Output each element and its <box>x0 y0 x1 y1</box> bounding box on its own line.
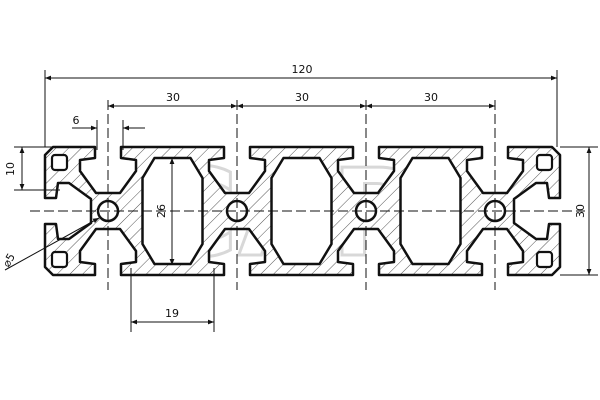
dim-bore-label: ⌀5 <box>0 251 18 269</box>
dimension-lines <box>4 70 598 332</box>
corner-hole <box>535 153 554 172</box>
dim-6-label: 6 <box>73 114 80 127</box>
dim-19-label: 19 <box>165 307 179 320</box>
dim-bore-leader <box>4 217 100 271</box>
corner-hole <box>50 153 69 172</box>
corner-hole <box>50 250 69 269</box>
dim-pitch-3-label: 30 <box>424 91 438 104</box>
corner-hole <box>535 250 554 269</box>
dim-30-height-label: 30 <box>574 204 587 218</box>
dim-26-label: 26 <box>155 204 168 218</box>
center-lines <box>30 100 585 290</box>
dim-pitch-1-label: 30 <box>166 91 180 104</box>
dim-pitch-2-label: 30 <box>295 91 309 104</box>
dim-10-label: 10 <box>4 162 17 176</box>
dim-120-label: 120 <box>292 63 313 76</box>
